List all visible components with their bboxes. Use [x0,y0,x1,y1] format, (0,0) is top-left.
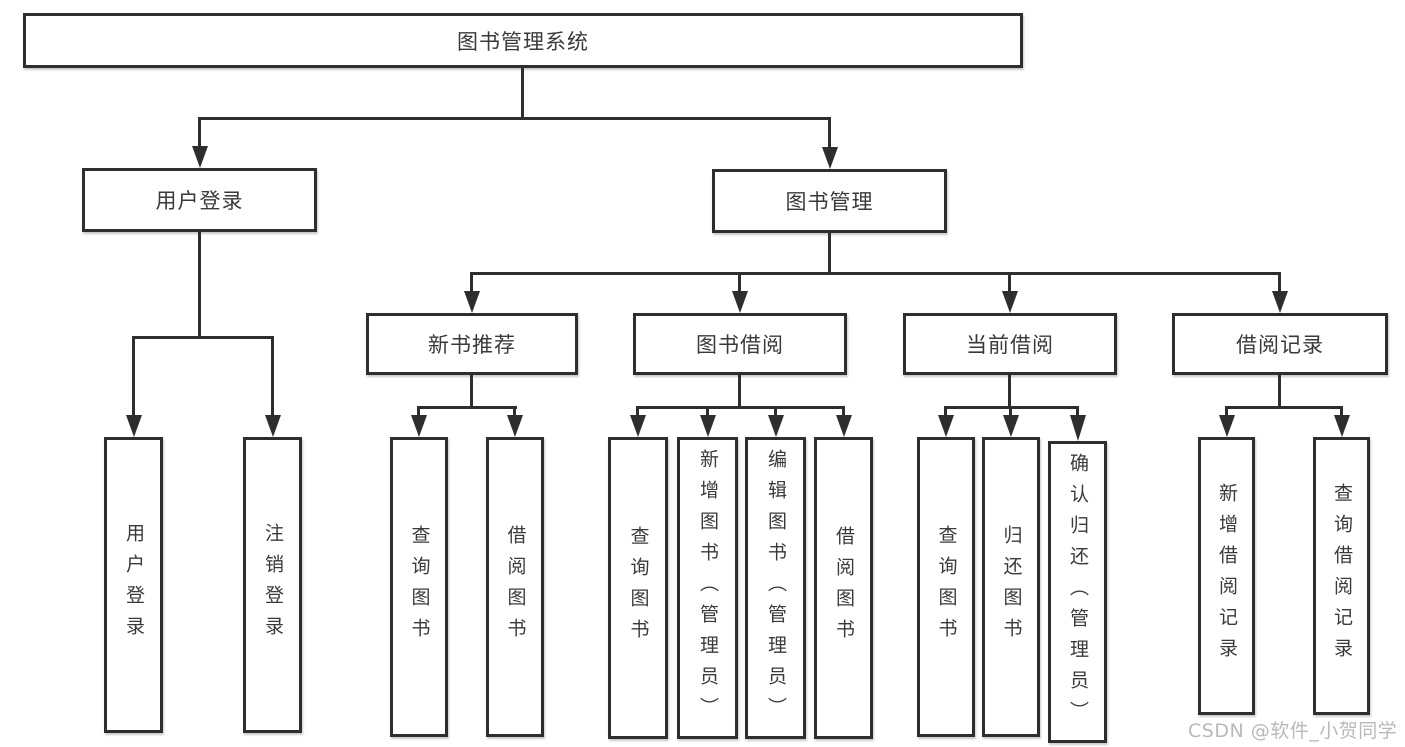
arrow-down-icon [126,415,142,437]
arrow-down-icon [464,291,480,313]
arrow-down-icon [1219,415,1235,437]
arrow-down-icon [630,415,646,437]
connector-line [470,375,473,409]
connector-line [470,272,1281,275]
connector-line [271,336,274,417]
leaf-record-add: 新增借阅记录 [1198,437,1255,715]
leaf-borrow-add-admin: 新增图书（管理员） [677,437,738,739]
connector-line [1008,375,1011,409]
connector-line [470,272,473,293]
arrow-down-icon [411,415,427,437]
node-new-book-recommend: 新书推荐 [366,313,578,375]
connector-line [1340,406,1343,418]
arrow-down-icon [192,146,208,168]
csdn-watermark: CSDN @软件_小贺同学 [1188,720,1398,742]
connector-line [1009,406,1012,418]
connector-line [1225,406,1343,409]
arrow-down-icon [507,415,523,437]
connector-line [944,406,947,418]
connector-line [417,406,420,418]
arrow-down-icon [836,415,852,437]
connector-line [842,406,845,418]
leaf-current-confirm-admin: 确认归还（管理员） [1048,441,1107,743]
connector-line [1278,375,1281,409]
arrow-down-icon [732,291,748,313]
connector-line [198,117,201,150]
arrow-down-icon [265,415,281,437]
arrow-down-icon [700,415,716,437]
connector-line [774,406,777,418]
connector-line [828,233,831,275]
node-current-borrowing: 当前借阅 [903,313,1117,375]
arrow-down-icon [1070,415,1086,441]
connector-line [706,406,709,418]
connector-line [1008,272,1011,293]
connector-line [1225,406,1228,418]
leaf-record-query: 查询借阅记录 [1313,437,1370,715]
node-book-borrowing: 图书借阅 [633,313,847,375]
leaf-current-return: 归还图书 [982,437,1040,737]
arrow-down-icon [1003,415,1019,437]
leaf-borrow-query: 查询图书 [608,437,668,739]
connector-line [521,68,524,118]
connector-line [1076,406,1079,418]
connector-line [198,117,831,120]
connector-line [636,406,845,409]
node-borrow-records: 借阅记录 [1172,313,1388,375]
leaf-current-query: 查询图书 [917,437,975,737]
connector-line [1278,272,1281,293]
connector-line [636,406,639,418]
arrow-down-icon [768,415,784,437]
leaf-newbook-borrow: 借阅图书 [486,437,544,737]
connector-line [132,336,135,417]
leaf-borrow-edit-admin: 编辑图书（管理员） [745,437,806,739]
connector-line [738,272,741,293]
connector-line [198,232,201,339]
node-root: 图书管理系统 [23,13,1023,68]
connector-line [417,406,517,409]
connector-line [738,375,741,409]
connector-line [513,406,516,418]
arrow-down-icon [1002,291,1018,313]
leaf-newbook-query: 查询图书 [390,437,448,737]
arrow-down-icon [938,415,954,437]
leaf-borrow-borrow: 借阅图书 [814,437,873,739]
node-user-login: 用户登录 [82,168,317,232]
arrow-down-icon [822,147,838,169]
connector-line [828,117,831,150]
connector-line [132,336,274,339]
arrow-down-icon [1334,415,1350,437]
node-book-management: 图书管理 [712,169,947,233]
leaf-user-login: 用户登录 [104,437,163,733]
leaf-logout: 注销登录 [243,437,302,733]
arrow-down-icon [1272,291,1288,313]
